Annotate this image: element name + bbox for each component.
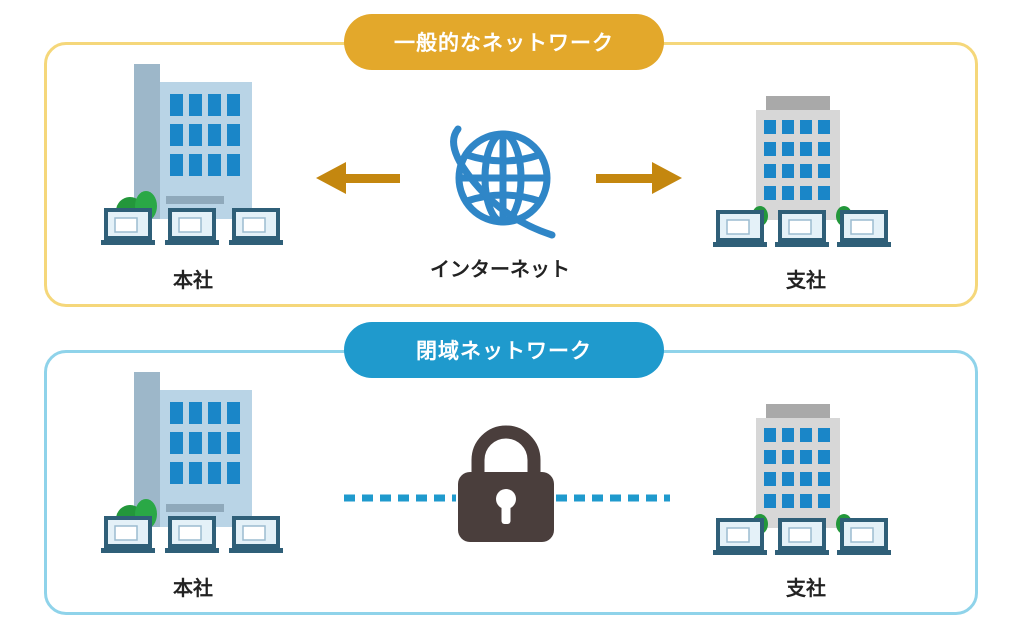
branch-building-icon xyxy=(752,96,852,226)
laptop-icon xyxy=(713,210,891,247)
arrow-left-icon xyxy=(316,162,400,194)
hq-label: 本社 xyxy=(173,268,213,292)
general-network-title: 一般的なネットワーク xyxy=(344,14,664,70)
arrow-right-icon xyxy=(596,162,682,194)
closed-network-title: 閉域ネットワーク xyxy=(344,322,664,378)
branch-label: 支社 xyxy=(786,576,826,600)
laptop-icon xyxy=(101,208,283,245)
laptop-icon xyxy=(101,516,283,553)
internet-label: インターネット xyxy=(430,257,570,281)
globe-icon xyxy=(450,125,556,239)
hq-building-icon xyxy=(116,372,252,533)
laptop-icon xyxy=(713,518,891,555)
padlock-icon xyxy=(458,425,554,542)
branch-label: 支社 xyxy=(786,268,826,292)
hq-label: 本社 xyxy=(173,576,213,600)
dashed-line xyxy=(344,494,670,502)
branch-building-icon xyxy=(752,404,852,534)
